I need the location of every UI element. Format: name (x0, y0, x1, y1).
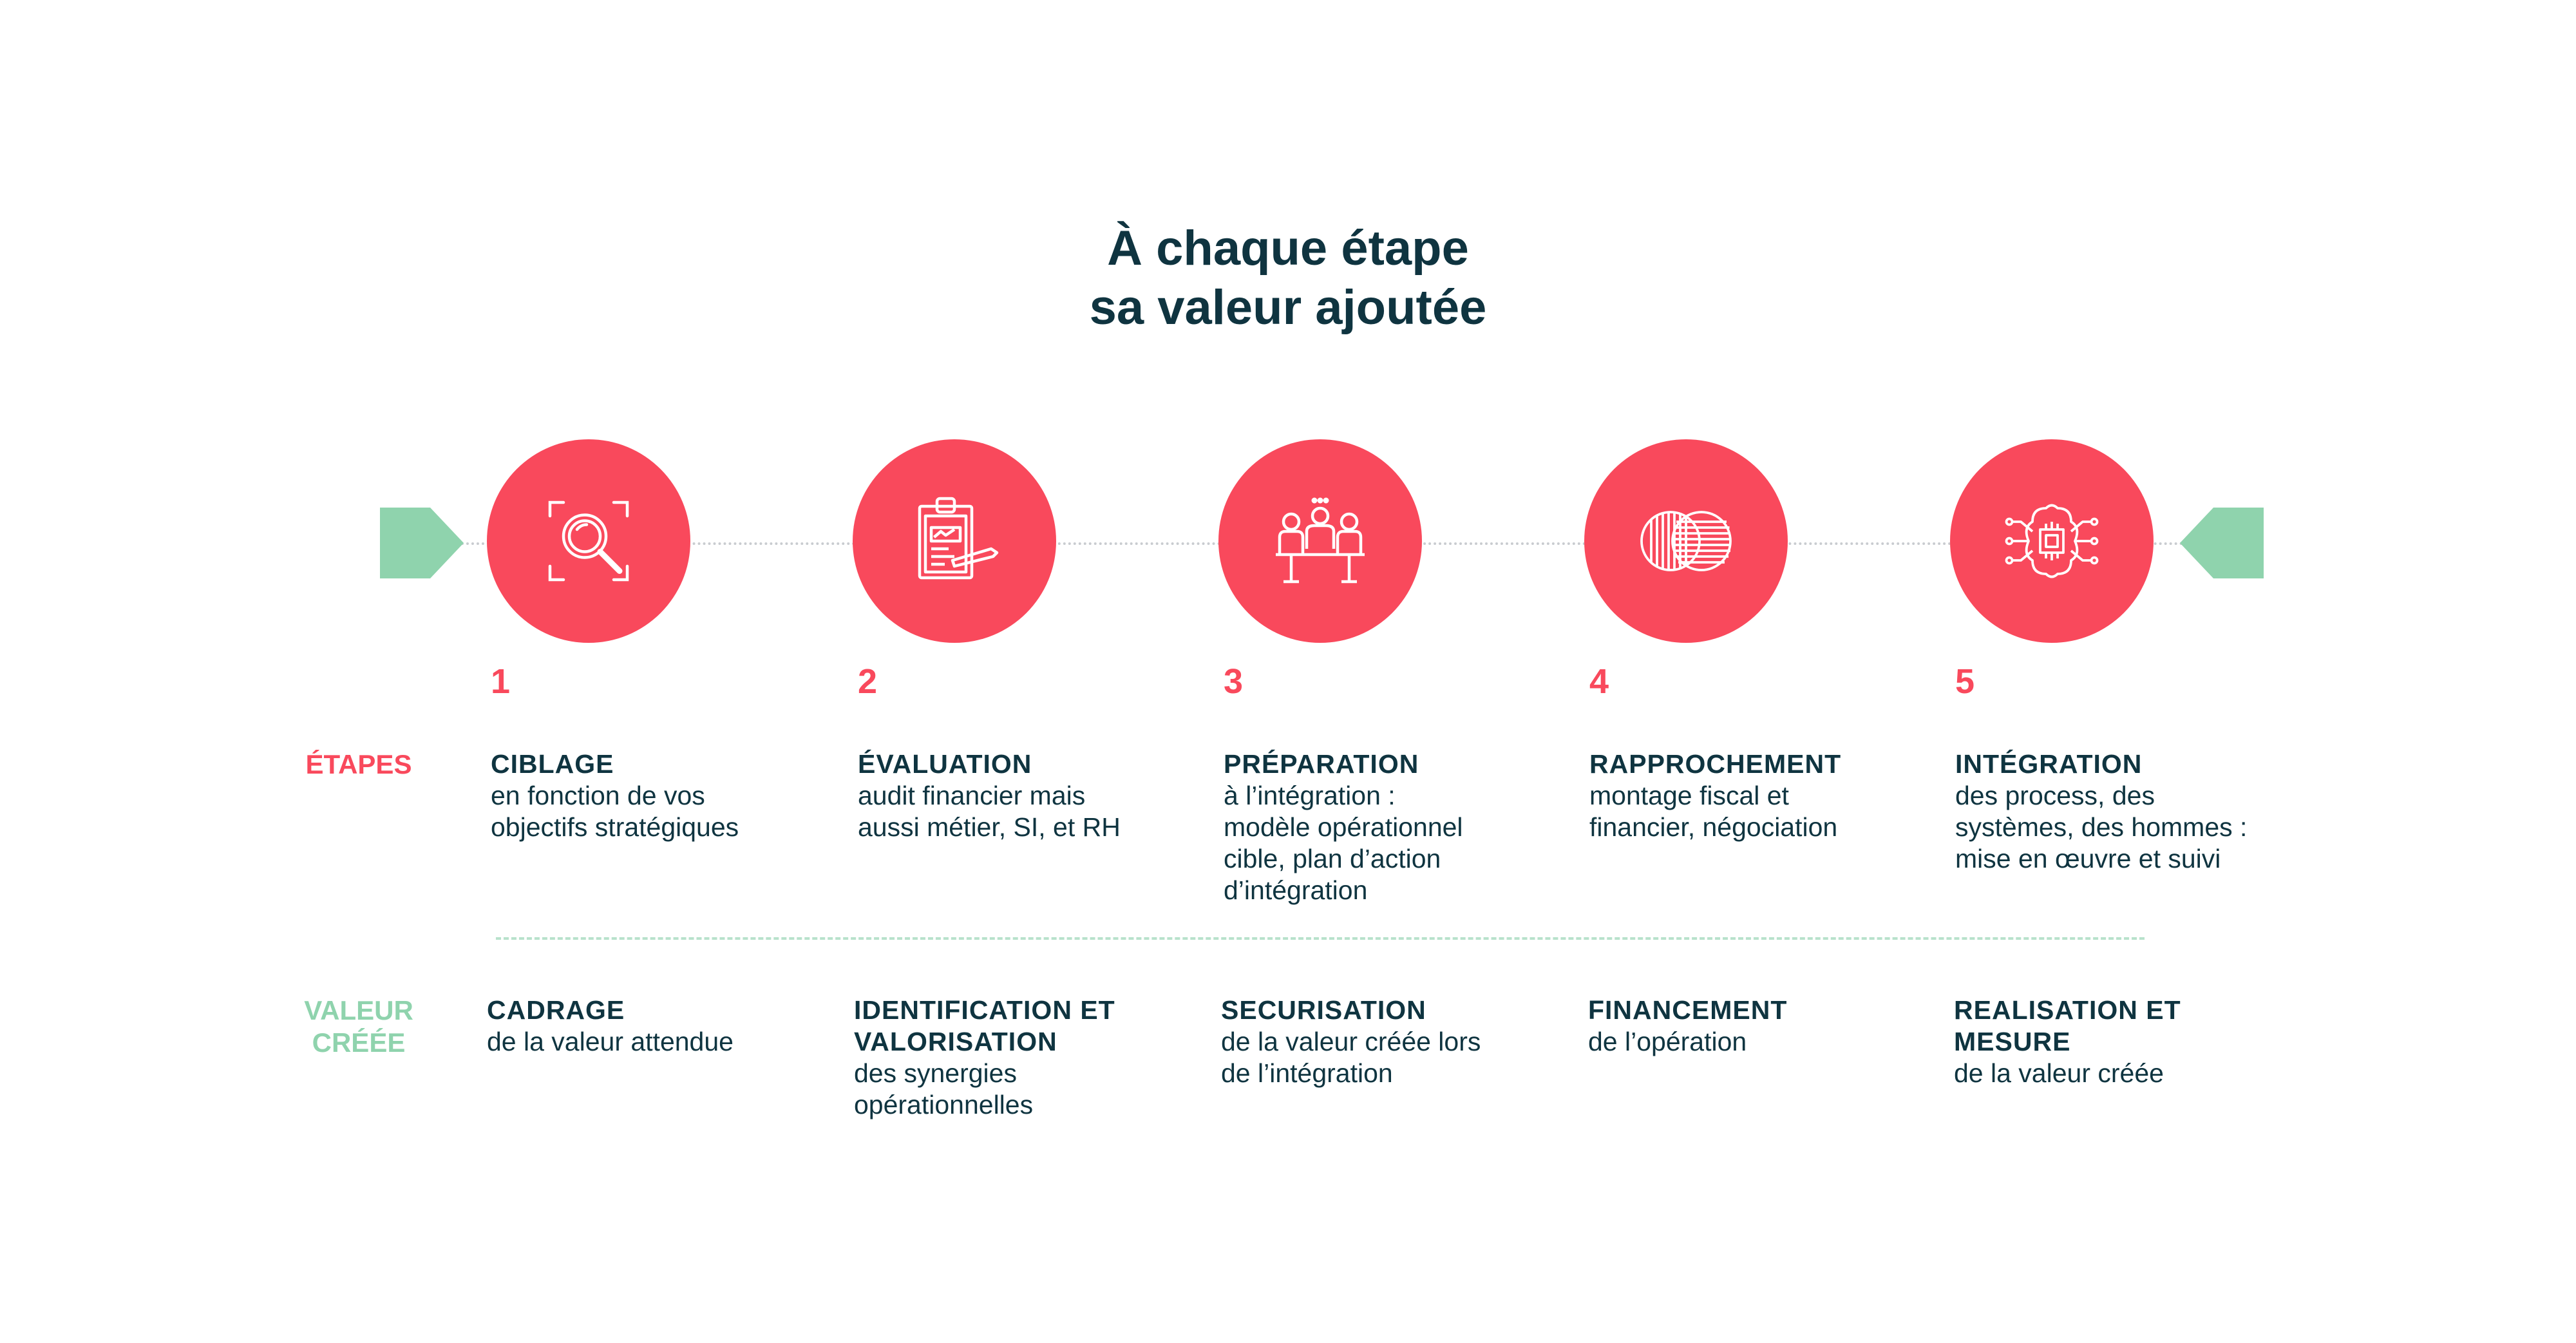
step-2-valeur: IDENTIFICATION ET VALORISATION des syner… (854, 995, 1202, 1121)
step-4-circle (1584, 439, 1788, 643)
etape-text-line: systèmes, des hommes : (1955, 812, 2248, 842)
valeur-title: CADRAGE (487, 995, 625, 1025)
etape-text-line: cible, plan d’action (1224, 844, 1441, 873)
step-1-valeur: CADRAGE de la valeur attendue (487, 995, 835, 1058)
step-1-number: 1 (491, 662, 511, 701)
valeur-text-line: de l’intégration (1221, 1058, 1393, 1088)
step-2-number: 2 (858, 662, 878, 701)
etape-text-line: modèle opérationnel (1224, 812, 1463, 842)
overlapping-circles-icon (1640, 511, 1732, 571)
title-line-1: À chaque étape (1107, 221, 1469, 276)
etape-text-line: aussi métier, SI, et RH (858, 812, 1121, 842)
valeur-title: IDENTIFICATION ET (854, 995, 1115, 1025)
step-3-valeur: SECURISATION de la valeur créée lors de … (1221, 995, 1569, 1089)
etape-text-line: en fonction de vos (491, 781, 705, 810)
right-arrow-icon (2180, 508, 2264, 578)
step-5-valeur: REALISATION ET MESURE de la valeur créée (1954, 995, 2302, 1089)
etape-title: INTÉGRATION (1955, 749, 2143, 779)
valeur-text-line: de la valeur créée (1954, 1058, 2164, 1088)
etape-title: RAPPROCHEMENT (1589, 749, 1842, 779)
etape-title: CIBLAGE (491, 749, 614, 779)
valeur-title: FINANCEMENT (1588, 995, 1788, 1025)
step-5-number: 5 (1955, 662, 1975, 701)
step-4-etape: RAPPROCHEMENT montage fiscal et financie… (1589, 748, 1937, 843)
step-2-etape: ÉVALUATION audit financier mais aussi mé… (858, 748, 1206, 843)
step-1-etape: CIBLAGE en fonction de vos objectifs str… (491, 748, 838, 843)
etape-title: ÉVALUATION (858, 749, 1032, 779)
step-5-etape: INTÉGRATION des process, des systèmes, d… (1955, 748, 2303, 875)
title-line-2: sa valeur ajoutée (1089, 280, 1487, 335)
team-meeting-icon (1276, 497, 1365, 584)
step-5-circle (1950, 439, 2154, 643)
row-label-valeur-line-2: CRÉÉE (312, 1027, 406, 1058)
chip-brain-icon (2005, 504, 2099, 578)
valeur-title: SECURISATION (1221, 995, 1426, 1025)
step-4-valeur: FINANCEMENT de l’opération (1588, 995, 1936, 1058)
step-3-number: 3 (1224, 662, 1244, 701)
etape-text-line: objectifs stratégiques (491, 812, 739, 842)
etape-text-line: audit financier mais (858, 781, 1086, 810)
diagram-title: À chaque étape sa valeur ajoutée (0, 219, 2576, 338)
magnifier-focus-icon (548, 500, 629, 582)
step-2-circle (853, 439, 1056, 643)
row-label-valeur: VALEUR CRÉÉE (281, 995, 436, 1059)
step-3-etape: PRÉPARATION à l’intégration : modèle opé… (1224, 748, 1571, 906)
etape-text-line: des process, des (1955, 781, 2155, 810)
valeur-title: MESURE (1954, 1027, 2071, 1056)
step-4-number: 4 (1589, 662, 1609, 701)
valeur-title: VALORISATION (854, 1027, 1057, 1056)
row-divider (496, 937, 2145, 940)
etape-text-line: montage fiscal et (1589, 781, 1789, 810)
etape-text-line: mise en œuvre et suivi (1955, 844, 2221, 873)
valeur-text-line: des synergies (854, 1058, 1017, 1088)
left-arrow-icon (380, 508, 464, 578)
etape-text-line: à l’intégration : (1224, 781, 1396, 810)
valeur-text-line: de la valeur créée lors (1221, 1027, 1481, 1056)
valeur-text-line: de la valeur attendue (487, 1027, 734, 1056)
row-label-valeur-line-1: VALEUR (304, 995, 413, 1025)
step-3-circle (1218, 439, 1422, 643)
etape-text-line: d’intégration (1224, 875, 1368, 905)
valeur-text-line: de l’opération (1588, 1027, 1747, 1056)
step-1-circle (487, 439, 690, 643)
valeur-title: REALISATION ET (1954, 995, 2181, 1025)
clipboard-pen-icon (918, 497, 999, 580)
etape-text-line: financier, négociation (1589, 812, 1838, 842)
etape-title: PRÉPARATION (1224, 749, 1419, 779)
row-label-etapes: ÉTAPES (305, 749, 412, 779)
valeur-text-line: opérationnelles (854, 1090, 1034, 1119)
